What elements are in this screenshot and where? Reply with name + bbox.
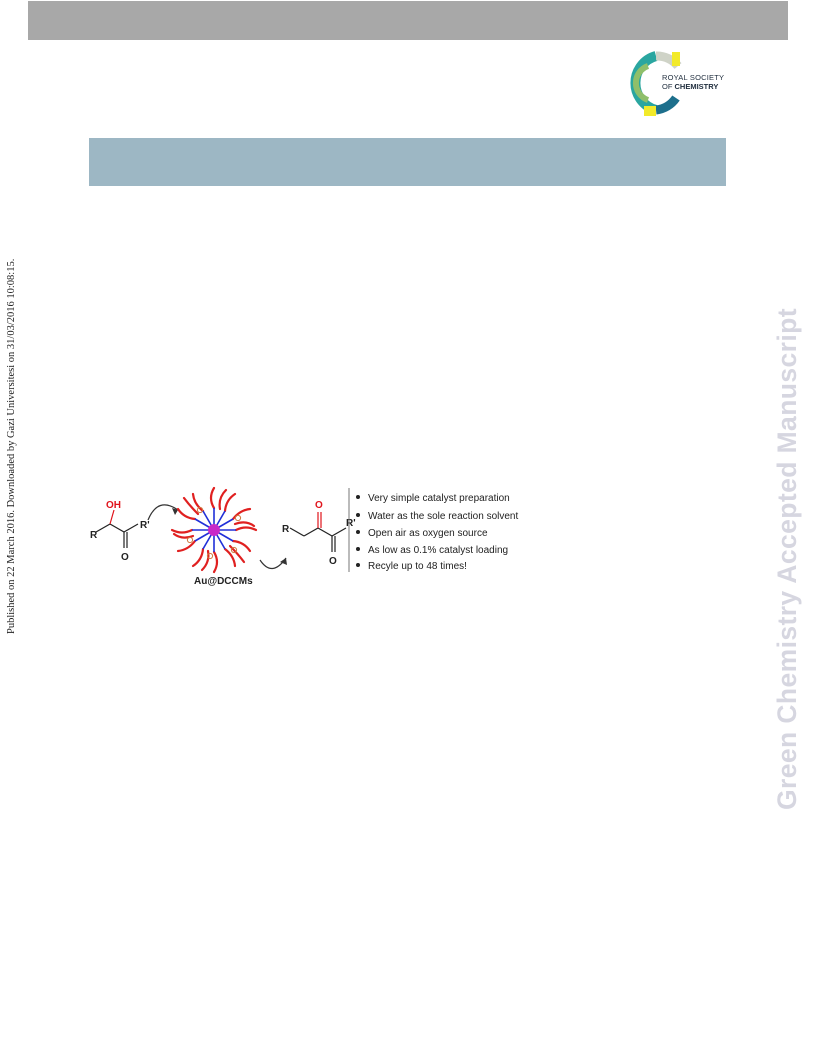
bullet-icon xyxy=(356,547,360,551)
accepted-manuscript-watermark: Green Chemistry Accepted Manuscript xyxy=(772,308,802,810)
logo-line1: ROYAL SOCIETY xyxy=(662,73,725,82)
gold-particle-icon xyxy=(206,552,214,560)
micelle-corona xyxy=(170,486,258,574)
feature-item: Recyle up to 48 times! xyxy=(368,561,467,572)
publication-note: Published on 22 March 2016. Downloaded b… xyxy=(6,258,17,634)
logo-line2: OF CHEMISTRY xyxy=(662,82,724,91)
logo-line2-prefix: OF xyxy=(662,82,675,91)
feature-list: Very simple catalyst preparation Water a… xyxy=(356,493,518,572)
reactant-r: R xyxy=(90,530,98,541)
product-r-prime: R' xyxy=(346,518,356,529)
curved-arrow-out-icon xyxy=(259,557,287,570)
gold-particle-icon xyxy=(196,506,204,514)
bullet-icon xyxy=(356,530,360,534)
bullet-icon xyxy=(356,563,360,567)
reactant-structure xyxy=(95,509,139,548)
title-band xyxy=(89,138,726,186)
reactant-o: O xyxy=(121,552,129,563)
bullet-icon xyxy=(356,495,360,499)
gold-particle-icon xyxy=(230,546,238,554)
arrowhead-out-icon xyxy=(280,558,287,565)
micelle-icon xyxy=(170,486,258,574)
feature-item: Open air as oxygen source xyxy=(368,528,488,539)
gold-particle-icon xyxy=(186,536,194,544)
reactant-r-prime: R' xyxy=(140,520,150,531)
rsc-logo-text: ROYAL SOCIETY OF CHEMISTRY xyxy=(662,73,724,91)
graphical-abstract: OH R R' O xyxy=(90,486,518,587)
reactant-oh: OH xyxy=(106,500,121,511)
feature-item: Water as the sole reaction solvent xyxy=(368,511,518,522)
logo-line2-bold: CHEMISTRY xyxy=(674,82,719,91)
product-r: R xyxy=(282,524,290,535)
catalyst-label: Au@DCCMs xyxy=(194,576,253,587)
gold-core-icon xyxy=(208,524,220,536)
feature-item: Very simple catalyst preparation xyxy=(368,493,510,504)
product-o-bottom: O xyxy=(329,556,337,567)
product-structure xyxy=(289,512,347,552)
arrowhead-in-icon xyxy=(172,508,178,515)
header-bar xyxy=(28,1,788,40)
curved-arrow-in-icon xyxy=(147,504,179,521)
gold-particle-icon xyxy=(234,514,242,522)
rsc-logo-icon xyxy=(630,51,682,116)
feature-item: As low as 0.1% catalyst loading xyxy=(368,545,508,556)
product-o-top: O xyxy=(315,500,323,511)
bullet-icon xyxy=(356,513,360,517)
